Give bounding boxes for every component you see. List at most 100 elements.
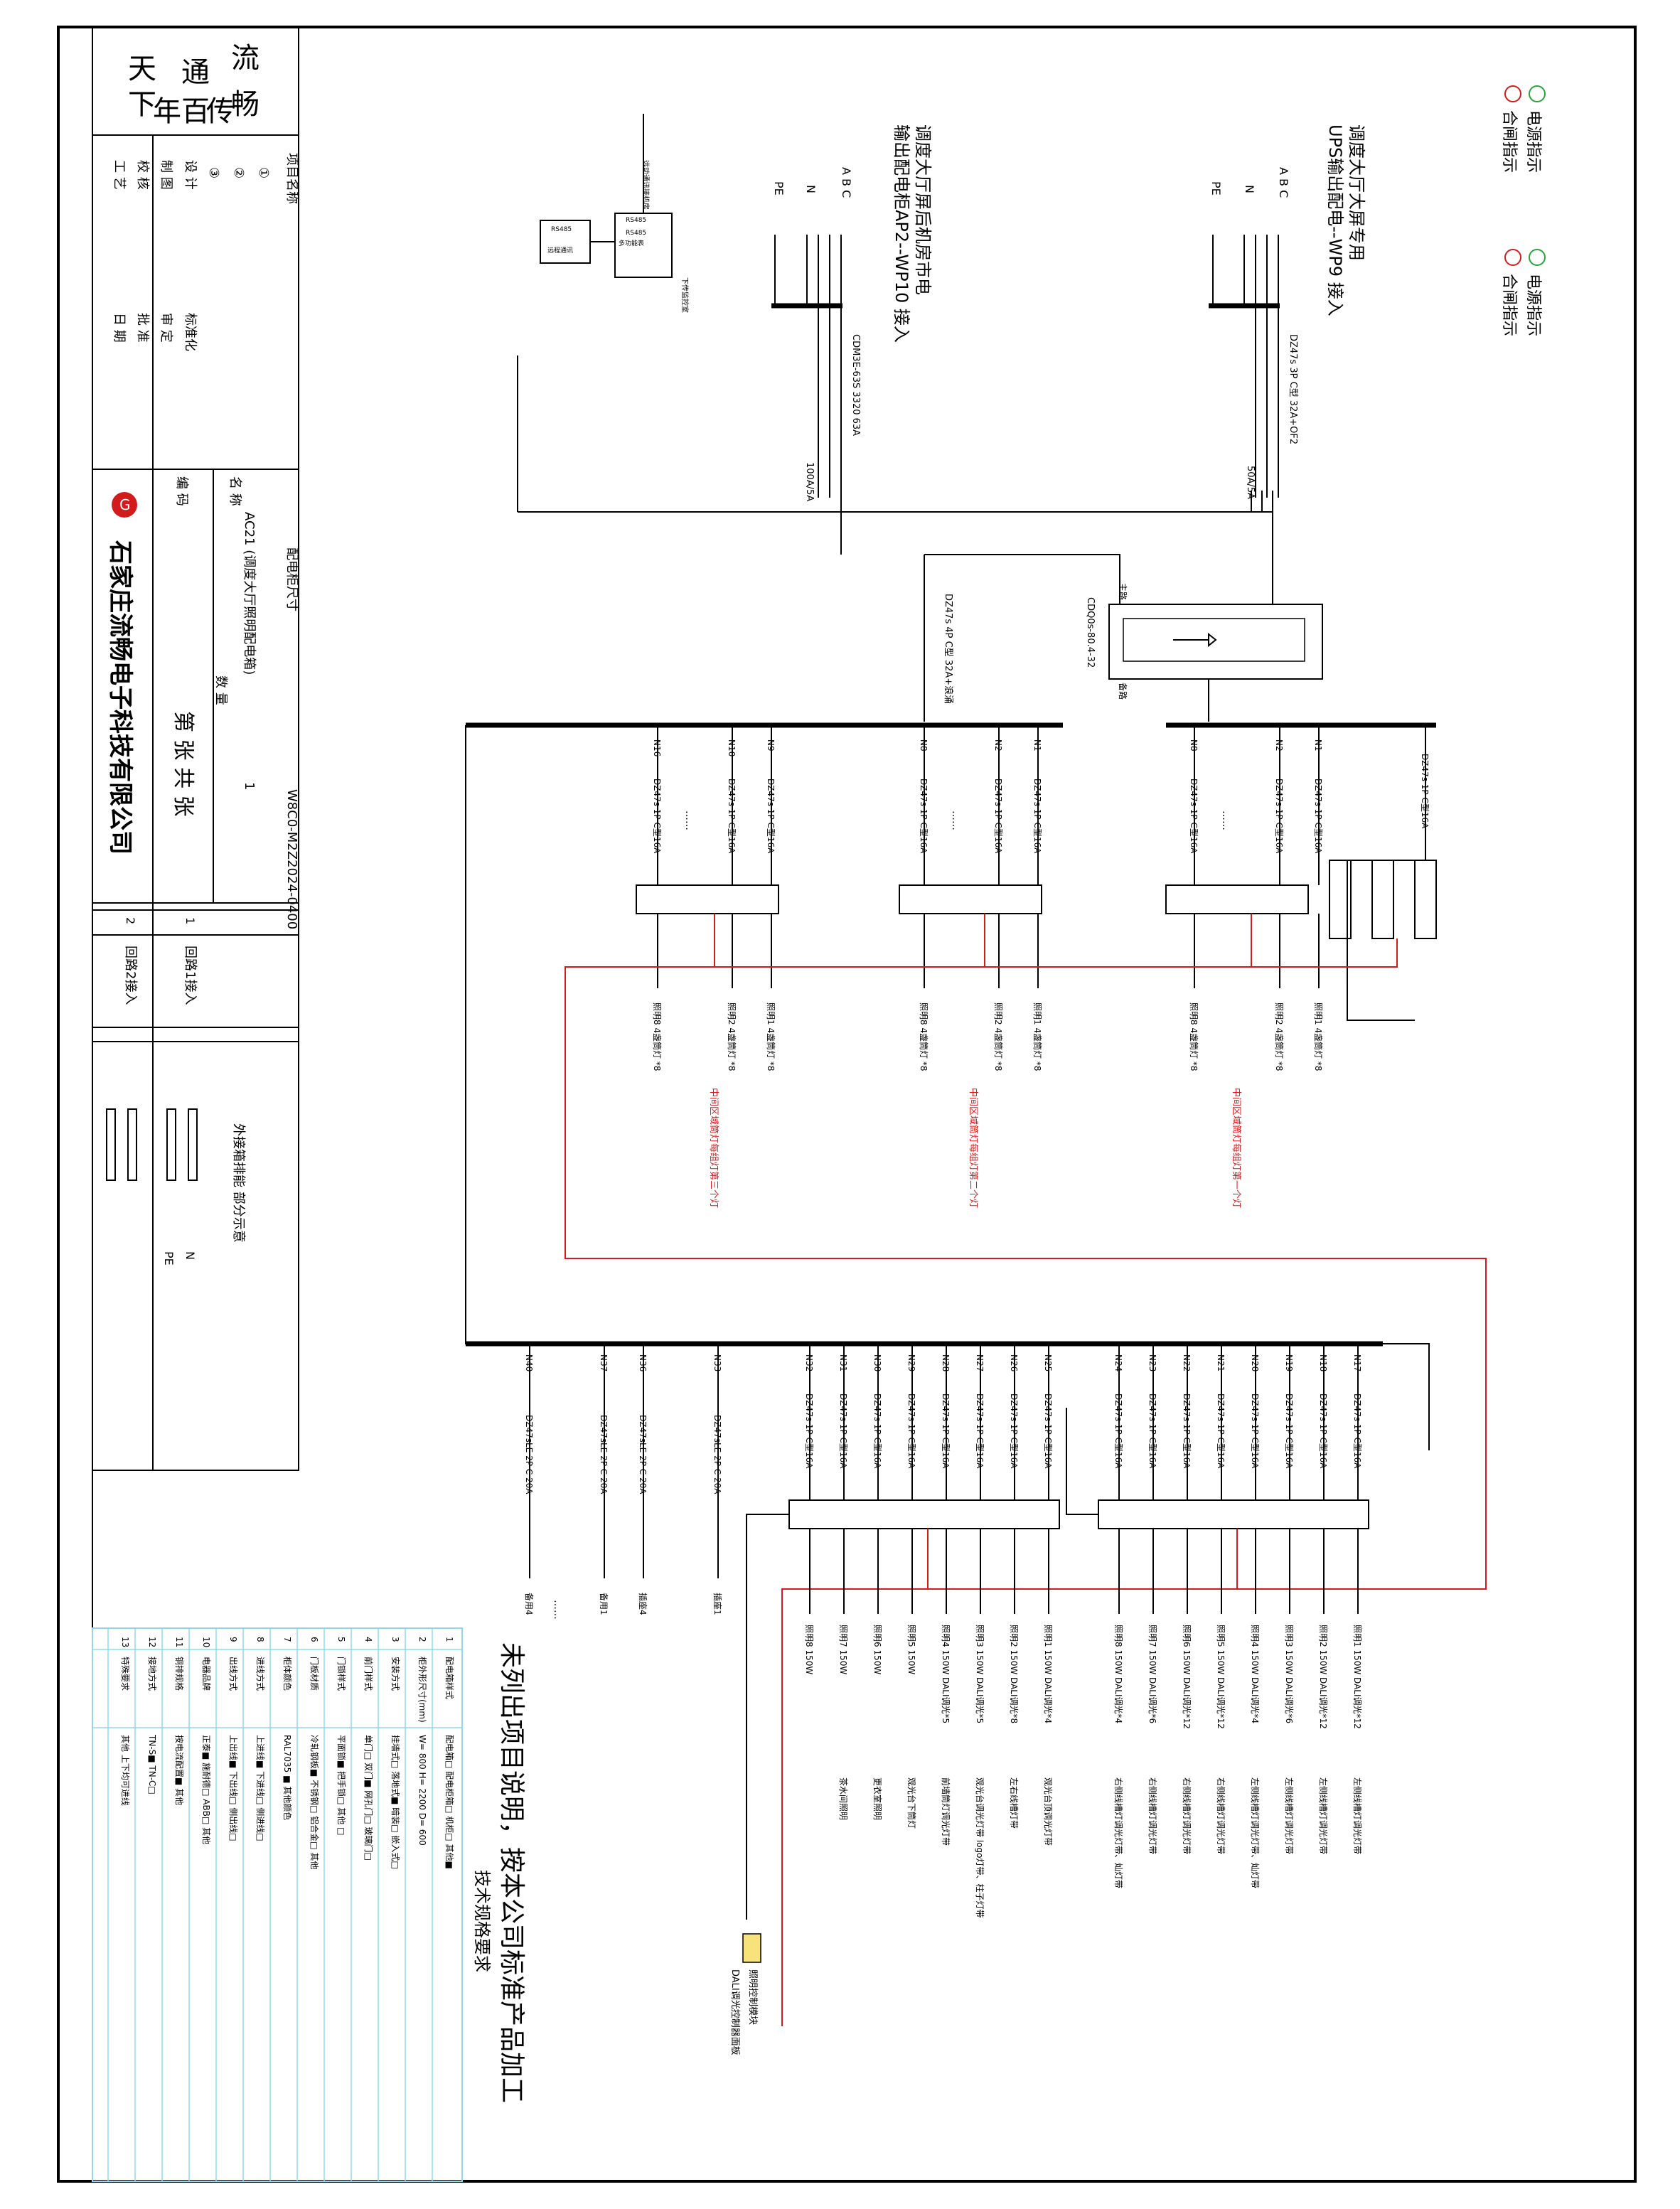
lower-right-load: 照明1 150W DALI调光*12 (1352, 1625, 1362, 1729)
spec-row-item: 铜排规格 (174, 1657, 185, 1691)
upper-a-load-2: 照明2 4盏筒灯 *8 (1274, 1002, 1285, 1071)
upper-c-breaker-3: DZ47s 1P C型16A (652, 779, 662, 854)
upper-b-load-2: 照明2 4盏筒灯 *8 (993, 1002, 1004, 1071)
lower-right-load: 照明3 150W DALI调光*6 (1284, 1625, 1294, 1723)
lower-spare-breaker: DZ47sLE 2P C 20A (638, 1415, 648, 1494)
upper-a-load-1: 照明1 4盏筒灯 *8 (1313, 1002, 1324, 1071)
upper-b-id-1: N1 (1032, 739, 1042, 752)
lower-spare-load: 备用1 (599, 1593, 609, 1615)
spec-row-value: 平面锁■ 把手锁□ 其他 □ (336, 1735, 347, 1835)
metering-block: RS485 RS485 RS485 多功能表 远程通讯 远动通讯接机房 下传监控… (540, 114, 690, 313)
module-label: 远程通讯 (547, 247, 573, 255)
lower-mid-breaker: DZ47s 1P C型16A (941, 1394, 951, 1469)
lower-right-breaker: DZ47s 1P C型16A (1182, 1394, 1192, 1469)
lower-mid-load: 照明4 150W DALI调光*5 (941, 1625, 951, 1723)
lower-right-breaker: DZ47s 1P C型16A (1147, 1394, 1157, 1469)
terminal-caption: 外接箱排能 部分示意 (231, 1123, 246, 1243)
process-label: 工 艺 (112, 160, 127, 190)
lower-mid-breaker: DZ47s 1P C型16A (906, 1394, 916, 1469)
standard-label: 标准化 (183, 313, 198, 351)
company-logo-letter: G (119, 496, 131, 513)
indicator-legend: 电源指示 合闸指示 电源指示 合闸指示 (1500, 85, 1546, 336)
control-branch: DZ47s 1P C型16A (1329, 725, 1437, 1021)
lower-right-load: 照明7 150W DALI调光*6 (1147, 1625, 1157, 1723)
lower-spare-id: N37 (599, 1354, 609, 1371)
spec-row-value: 按电流配置■ 其他 (174, 1735, 184, 1805)
rev-3: ③ (206, 167, 221, 178)
upper-a-id-2: N2 (1274, 739, 1284, 752)
lower-mid-id: N25 (1043, 1354, 1053, 1371)
lower-mid-note: 左右线槽灯带 (1009, 1777, 1020, 1829)
main-incomer: 调度大厅大屏专用 UPS输出配电--WP9 接入 A B C N PE DZ47… (1209, 124, 1366, 512)
spec-row-value: 冷轧钢板■ 不锈钢□ 铝合金□ 其他 (309, 1735, 320, 1869)
spec-row-number: 9 (228, 1637, 238, 1642)
lower-spare-id: N40 (524, 1354, 534, 1371)
lower-right-breaker: DZ47s 1P C型16A (1113, 1394, 1123, 1469)
terminal-bar-pe2 (106, 1108, 116, 1181)
lower-spare-breaker: DZ47sLE 2P C 20A (599, 1415, 609, 1494)
slogan-char: 下 (128, 88, 156, 121)
dali-controller-mid (788, 1499, 1060, 1529)
lower-mid-id: N30 (872, 1354, 882, 1371)
lower-spare-load: 插座4 (638, 1593, 648, 1615)
lower-right-id: N24 (1113, 1354, 1123, 1371)
upper-b-breaker-3: DZ47s 1P C型16A (919, 779, 929, 854)
slogan-char: 天 (128, 53, 156, 85)
spec-row-number: 3 (390, 1637, 400, 1642)
main-n-label: N (1243, 185, 1256, 193)
upper-c-note: 中间区域筒灯每组灯第三个灯 (708, 1088, 719, 1208)
lower-right-breaker: DZ47s 1P C型16A (1216, 1394, 1226, 1469)
lower-spare-ellipsis: …… (552, 1600, 563, 1620)
lower-mid-note: 观光台调光灯带 logo灯带、柱子灯带 (975, 1777, 985, 1918)
upper-circuits-group-a: N1 N2 N8 DZ47s 1P C型16A DZ47s 1P C型16A D… (1165, 725, 1324, 1208)
backup-incomer-title-1: 调度大厅屏后机房市电 (913, 124, 933, 295)
lower-right-id: N18 (1318, 1354, 1328, 1371)
spec-row-value: 正泰■ 施耐德□ ABB□ 其他 (201, 1735, 212, 1844)
spec-row-value: 配电箱□ 配电柜箱□ 机柜□ 其他■ (444, 1735, 455, 1869)
lower-mid-load: 照明2 150W DALI调光*8 (1009, 1625, 1019, 1723)
lower-mid-breaker: DZ47s 1P C型16A (872, 1394, 882, 1469)
slogan-char: 百 (181, 95, 210, 128)
upper-c-load-3: 照明8 4盏筒灯 *8 (652, 1002, 663, 1071)
backup-breaker-label: CDM3E-63S 3320 63A (850, 334, 861, 436)
lower-mid-load: 照明6 150W (872, 1625, 882, 1674)
lower-right-breaker: DZ47s 1P C型16A (1284, 1394, 1294, 1469)
upper-c-load-2: 照明2 4盏筒灯 *8 (727, 1002, 737, 1071)
spd-breaker-label: DZ47s 4P C型 32A+浪涌 (943, 594, 953, 704)
control-relay-3 (1414, 860, 1437, 939)
upper-b-id-3: N8 (919, 739, 929, 752)
lower-right-id: N21 (1216, 1354, 1226, 1371)
slogan-char: 通 (181, 56, 210, 89)
slogan-char: 传 (206, 95, 235, 128)
lower-mid-note: 观光台下筒灯 (906, 1777, 917, 1829)
lower-mid-breaker: DZ47s 1P C型16A (838, 1394, 848, 1469)
terminal-bar-n (188, 1108, 198, 1181)
lower-right-note: 左侧线槽灯调光灯带 (1318, 1777, 1329, 1854)
upper-a-note: 中间区域筒灯每组灯第一个灯 (1231, 1088, 1242, 1208)
lower-mid-load: 照明8 150W (804, 1625, 814, 1674)
name-label: 名 称 (228, 476, 242, 506)
lower-spare-breaker: DZ47sLE 2P C 20A (524, 1415, 534, 1494)
circuit-1-label: 回路1接入 (183, 946, 198, 1005)
dali-note: 照明控制模块 (747, 1969, 758, 2025)
upper-a-branches: N1 N2 N8 DZ47s 1P C型16A DZ47s 1P C型16A D… (1189, 725, 1324, 1208)
spec-row-item: 配电箱样式 (444, 1657, 455, 1699)
ats-backup-label: 备路 (1118, 683, 1128, 700)
upper-a-id-1: N1 (1313, 739, 1323, 752)
circuit-2-number: 2 (124, 917, 137, 924)
spec-row-value: 其他 上下均可进线 (120, 1735, 130, 1806)
lower-mid-breaker: DZ47s 1P C型16A (1009, 1394, 1019, 1469)
main-pe-label: PE (1209, 181, 1223, 196)
upper-b-load-1: 照明1 4盏筒灯 *8 (1032, 1002, 1043, 1071)
lower-mid-load: 照明3 150W DALI调光*5 (975, 1625, 985, 1723)
control-relay-1 (1329, 860, 1352, 939)
spec-row-number: 12 (147, 1637, 157, 1647)
control-relay-2 (1371, 860, 1394, 939)
close-lamp-icon-2 (1504, 249, 1521, 266)
upper-b-id-2: N2 (993, 739, 1003, 752)
drawing-label: 制 图 (159, 160, 173, 190)
lower-right-load: 照明5 150W DALI调光*12 (1216, 1625, 1226, 1729)
dali-controller-right (1098, 1499, 1369, 1529)
lower-mid-load: 照明5 150W (906, 1625, 916, 1674)
